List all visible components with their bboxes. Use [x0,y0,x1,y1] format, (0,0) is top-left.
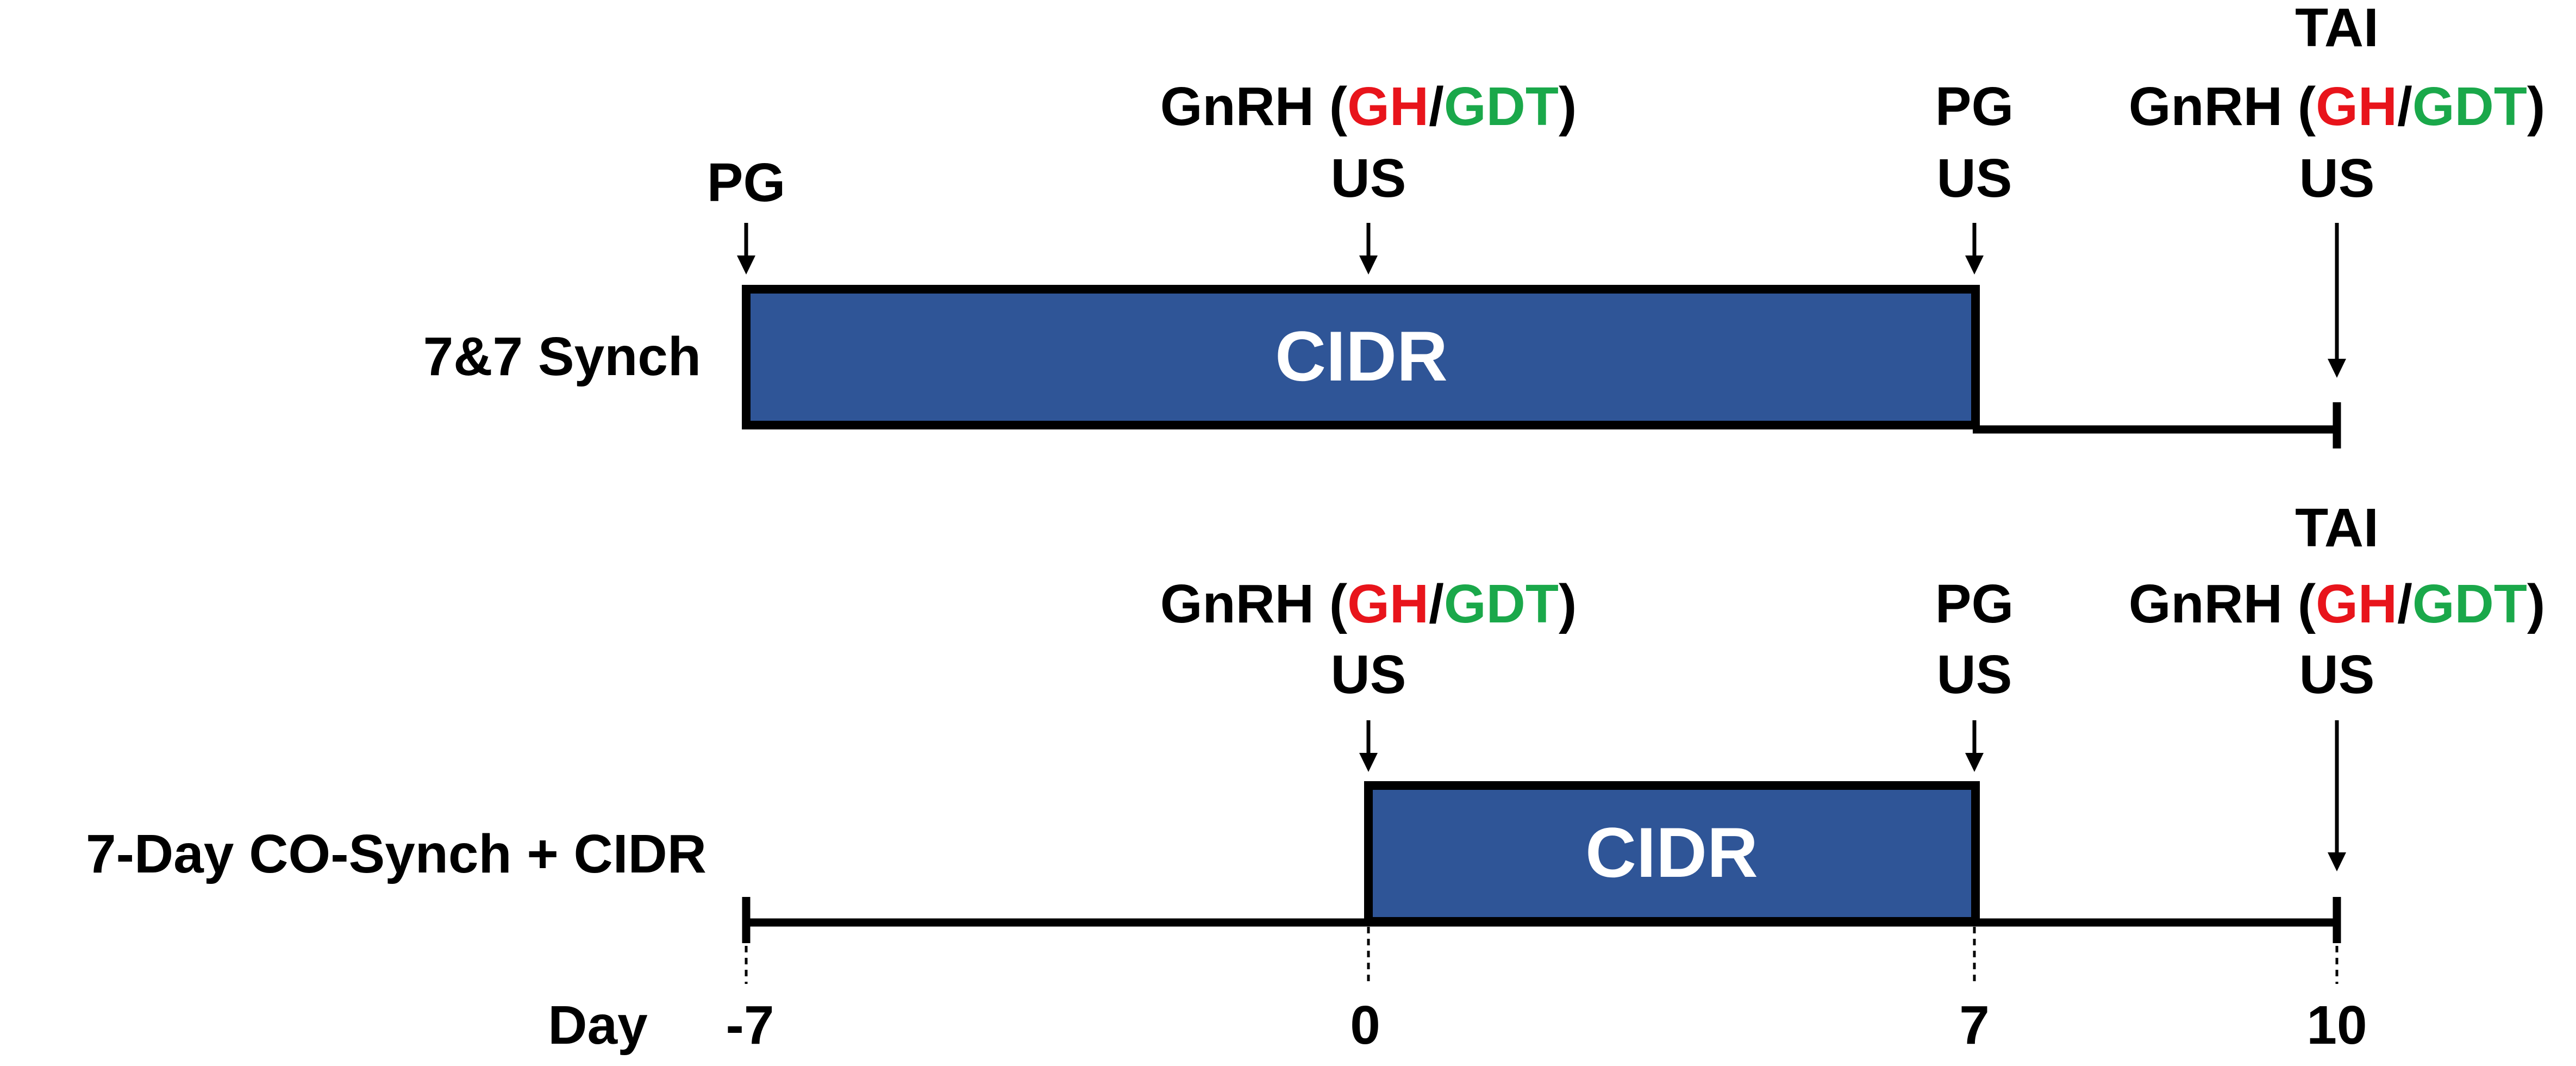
cidr-bar-bottom [1364,781,1980,926]
cidr-bar-bottom-label: CIDR [1585,813,1758,892]
event-label-us: US [1937,148,2012,209]
event-top-gnrh-day-0: GnRH (GH/GDT) US [1160,76,1577,275]
arrow-head [2328,852,2346,871]
event-label-tai: TAI [2295,497,2379,558]
cidr-bar-top [742,285,1980,429]
event-label-us: US [1331,148,1406,209]
event-top-tai-day-10: TAI GnRH (GH/GDT) US [2129,0,2546,378]
day-tick-label: 7 [1959,995,1990,1056]
event-label-pg: PG [707,152,785,213]
cidr-bar-top-label: CIDR [1275,316,1448,396]
event-label-pg: PG [1935,76,2014,137]
event-label-us: US [1937,644,2012,705]
event-top-pg-us-day-7: PG US [1935,76,2014,275]
day-axis-label: Day [548,995,648,1056]
protocol-top-name: 7&7 Synch [423,326,701,387]
protocol-top: 7&7 Synch CIDR PG GnRH (GH/GDT) US PG US… [423,0,2546,448]
event-top-pg-day-minus7: PG [707,152,785,275]
arrow-head [1965,255,1984,275]
arrow-head [1359,753,1378,772]
arrow-head [2328,359,2346,378]
arrow-head [1965,753,1984,772]
gnrh-label: GnRH (GH/GDT) [2129,76,2546,137]
protocol-bottom: 7-Day CO-Synch + CIDR CIDR GnRH (GH/GDT)… [86,497,2545,943]
day-tick-label: 0 [1350,995,1380,1056]
event-bottom-gnrh-day-0: GnRH (GH/GDT) US [1160,573,1577,772]
arrow-head [737,255,755,275]
event-bottom-pg-us-day-7: PG US [1935,573,2014,772]
event-label-pg: PG [1935,573,2014,634]
day-tick-label: -7 [726,995,774,1056]
day-tick-label: 10 [2306,995,2367,1056]
event-bottom-tai-day-10: TAI GnRH (GH/GDT) US [2129,497,2546,871]
gnrh-label: GnRH (GH/GDT) [1160,76,1577,137]
event-label-us: US [2299,644,2375,705]
protocol-bottom-name: 7-Day CO-Synch + CIDR [86,824,706,884]
gnrh-label: GnRH (GH/GDT) [2129,573,2546,634]
event-label-us: US [1331,644,1406,705]
gnrh-label: GnRH (GH/GDT) [1160,573,1577,634]
event-label-tai: TAI [2295,0,2379,58]
event-label-us: US [2299,148,2375,209]
arrow-head [1359,255,1378,275]
day-axis: Day -7 0 7 10 [548,927,2367,1056]
